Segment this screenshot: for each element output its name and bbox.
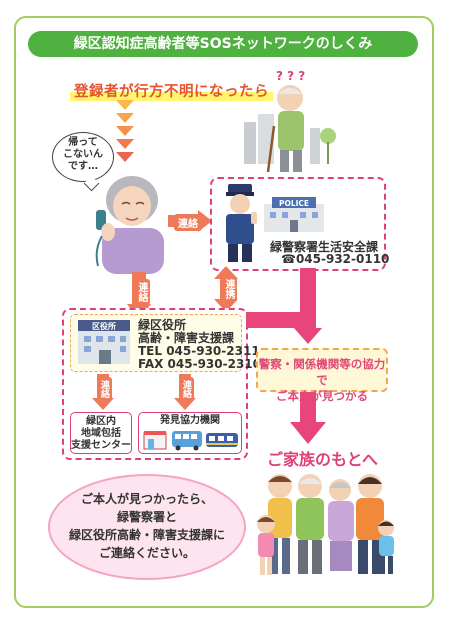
police-officer-illustration	[226, 184, 257, 262]
bubble-line: 帰って	[68, 137, 98, 148]
center-line: 緑区内	[86, 416, 116, 427]
contact-tag: 連絡	[133, 279, 150, 305]
office-name-2: 高齢・障害支援課	[138, 331, 235, 345]
contact-tag: 連絡	[174, 214, 202, 231]
ward-office-building-icon: 区役所	[78, 320, 130, 364]
partners-icons	[143, 431, 238, 451]
big-pink-arrow	[246, 268, 326, 444]
svg-text:? ? ?: ? ? ?	[276, 69, 305, 83]
support-center-box: 緑区内 地域包括 支援センター	[70, 412, 132, 454]
office-tel: TEL 045-930-2311	[138, 344, 260, 358]
down-triangles-icon	[116, 100, 134, 162]
police-name: 緑警察署生活安全課	[270, 240, 379, 254]
police-building-icon: POLICE	[264, 197, 324, 232]
bubble-line: こないん	[63, 149, 103, 160]
found-line: 警察・関係機関等の協力で	[258, 357, 386, 387]
center-line: 地域包括	[81, 428, 121, 439]
to-family-text: ご家族のもとへ	[267, 450, 378, 469]
note-line: 緑警察署と	[116, 510, 177, 524]
missing-headline: 登録者が行方不明になったら	[70, 80, 273, 101]
office-fax: FAX 045-930-2310	[138, 357, 261, 371]
note-line: ご連絡ください。	[98, 546, 195, 560]
police-badge-text: POLICE	[279, 199, 309, 208]
page-title: 緑区認知症高齢者等SOSネットワークのしくみ	[28, 31, 418, 57]
wandering-elder-illustration: ? ? ?	[244, 69, 336, 173]
contact-tag: 連絡	[97, 377, 112, 401]
office-badge-text: 区役所	[92, 321, 116, 331]
bubble-line: です…	[68, 161, 98, 172]
cooperation-tag: 連携	[220, 276, 237, 302]
police-phone: ☎045-932-0110	[281, 252, 390, 266]
family-group-illustration	[257, 474, 394, 575]
note-line: ご本人が見つかったら、	[80, 492, 213, 506]
note-line: 緑区役所高齢・障害支援課に	[68, 528, 225, 542]
partners-label: 発見協力機関	[160, 415, 220, 426]
found-box: 警察・関係機関等の協力で ご本人が見つかる	[256, 348, 388, 403]
contact-note: ご本人が見つかったら、 緑警察署と 緑区役所高齢・障害支援課に ご連絡ください。	[48, 474, 246, 580]
contact-tag: 連絡	[179, 377, 194, 401]
speech-bubble: 帰って こないん です…	[52, 132, 114, 182]
office-name-1: 緑区役所	[138, 318, 187, 332]
found-line: ご本人が見つかる	[276, 389, 368, 403]
family-member-on-phone-illustration	[95, 176, 164, 274]
center-line: 支援センター	[71, 440, 131, 451]
